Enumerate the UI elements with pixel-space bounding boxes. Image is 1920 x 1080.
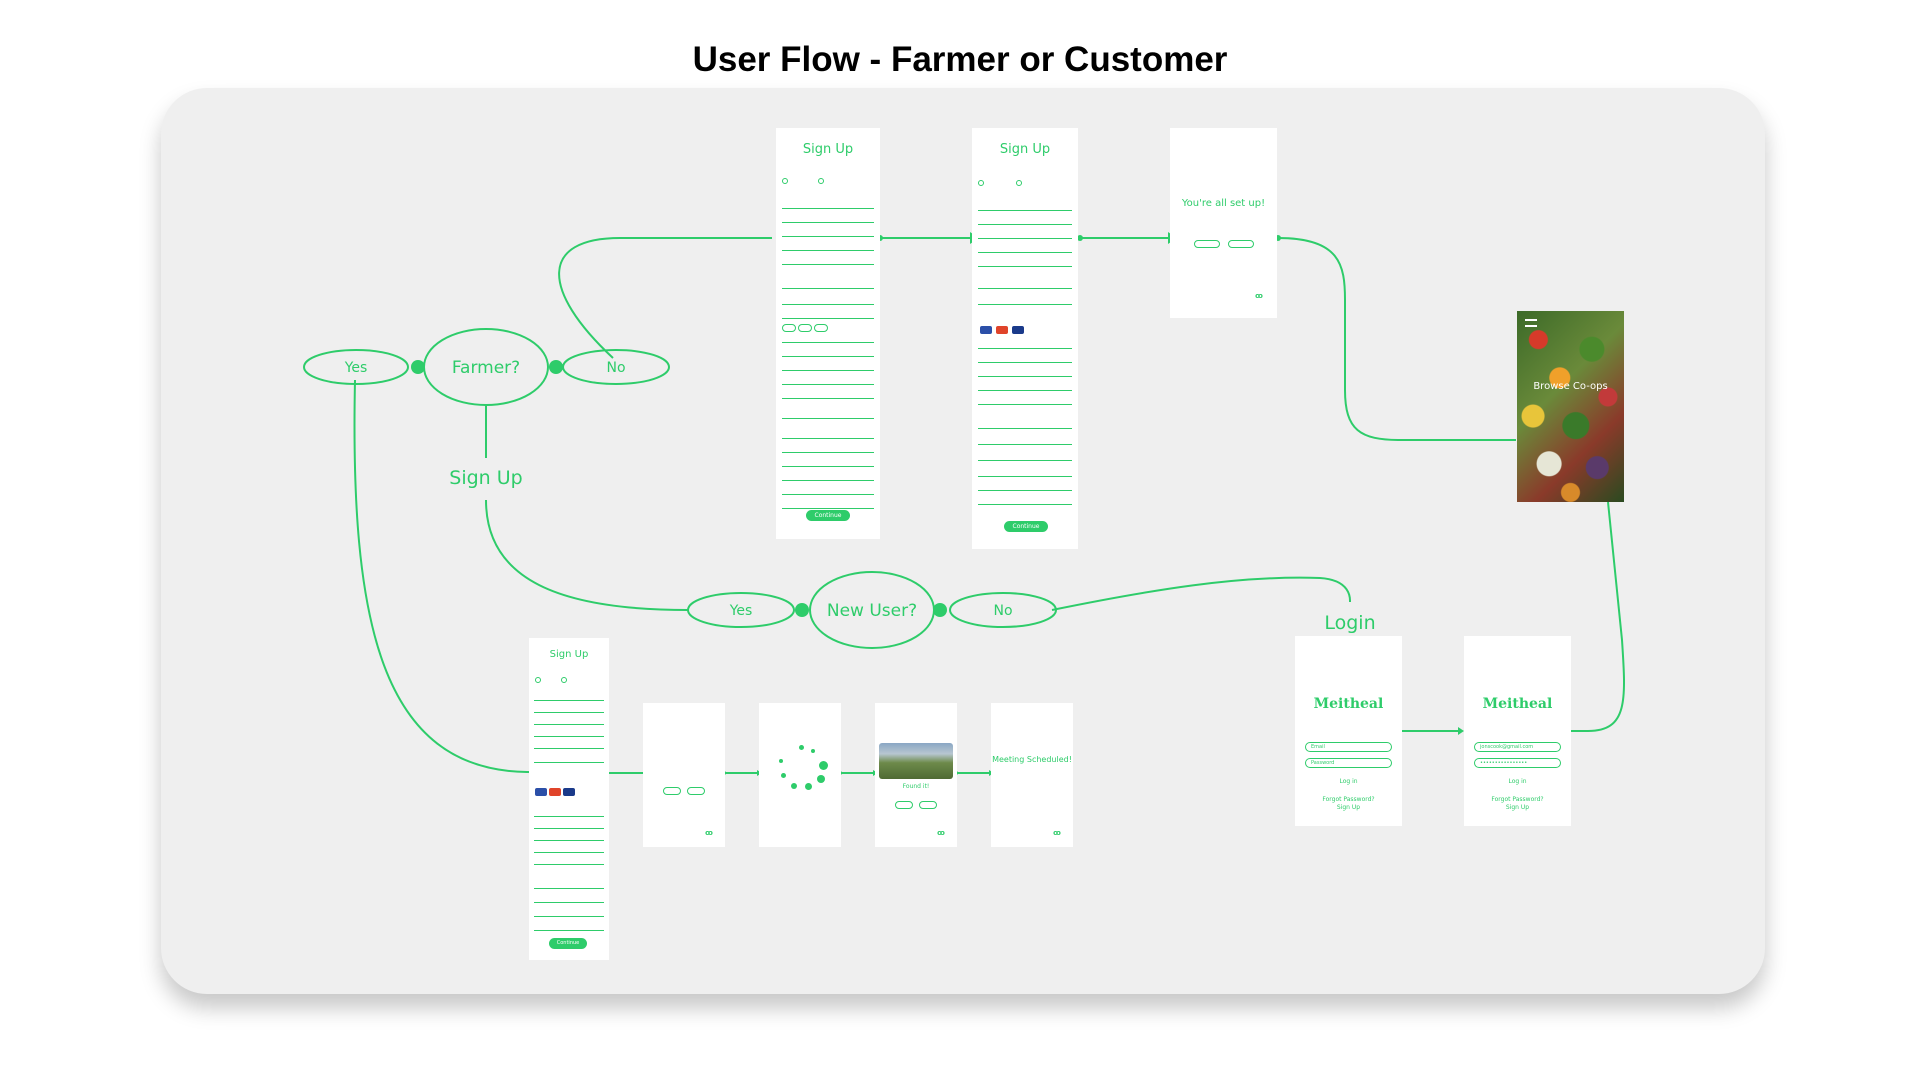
forgot-password-link[interactable]: Forgot Password? — [1491, 796, 1544, 803]
email-field[interactable]: Email — [1305, 742, 1392, 752]
page-title: User Flow - Farmer or Customer — [692, 40, 1228, 79]
signup-flow-label: Sign Up — [449, 467, 522, 489]
radio-farmer[interactable] — [535, 677, 541, 683]
visa-icon — [563, 788, 575, 796]
farmer-no-label: No — [606, 360, 625, 376]
connector-setup-browse — [1277, 237, 1516, 441]
meitheal-logo-icon: ꝏ — [937, 829, 945, 837]
forgot-password-link[interactable]: Forgot Password? — [1322, 796, 1375, 803]
signup-screen-a: Sign Up Continue — [776, 128, 880, 539]
mastercard-icon — [549, 788, 561, 796]
meitheal-logo-icon: ꝏ — [1053, 829, 1061, 837]
meitheal-logo-icon: ꝏ — [1255, 292, 1263, 300]
radio-customer[interactable] — [818, 178, 824, 184]
coop-photo — [879, 743, 953, 779]
login-screen-b: Meitheal jonscook@gmail.com ••••••••••••… — [1464, 636, 1571, 826]
signup-screen-c: Sign Up Continue — [529, 638, 609, 960]
meitheal-logo: Meitheal — [1313, 696, 1384, 712]
signup-link[interactable]: Sign Up — [1505, 804, 1530, 811]
connector-signup-newuser — [485, 499, 689, 611]
visa-icon — [1012, 326, 1024, 334]
newuser-yes-label: Yes — [729, 603, 753, 619]
login-link[interactable]: Log in — [1508, 778, 1527, 785]
meeting-scheduled-screen: Meeting Scheduled! ꝏ — [991, 703, 1073, 847]
farmer-yes-node — [303, 349, 409, 385]
connector-no-to-login — [1051, 576, 1352, 611]
login-screen-a: Meitheal Email Password Log in Forgot Pa… — [1295, 636, 1402, 826]
signup-title: Sign Up — [802, 142, 854, 157]
found-caption: Found it! — [902, 783, 930, 790]
password-field[interactable]: Password — [1305, 758, 1392, 768]
signup-screen-b: Sign Up Continue — [972, 128, 1078, 549]
setup-title: You're all set up! — [1181, 198, 1266, 209]
radio-farmer[interactable] — [978, 180, 984, 186]
connector-no-to-signup — [558, 237, 772, 359]
coop-found-screen: Found it! ꝏ — [875, 703, 957, 847]
signup-title: Sign Up — [549, 649, 589, 660]
email-field[interactable]: jonscook@gmail.com — [1474, 742, 1561, 752]
visa-card-icon — [980, 326, 992, 334]
loading-screen — [759, 703, 841, 847]
continue-button[interactable]: Continue — [806, 510, 850, 521]
browse-title: Browse Co-ops — [1533, 381, 1608, 392]
radio-customer[interactable] — [1016, 180, 1022, 186]
continue-button[interactable]: Continue — [549, 938, 587, 949]
setup-complete-screen: You're all set up! ꝏ — [1170, 128, 1277, 318]
menu-icon[interactable] — [1525, 319, 1537, 327]
login-flow-label: Login — [1324, 612, 1375, 634]
newuser-no-label: No — [993, 603, 1012, 619]
farmer-yes-label: Yes — [344, 360, 368, 376]
signup-link[interactable]: Sign Up — [1336, 804, 1361, 811]
continue-button[interactable]: Continue — [1004, 521, 1048, 532]
browse-coops-screen: Browse Co-ops — [1517, 311, 1624, 502]
password-field[interactable]: •••••••••••••••• — [1474, 758, 1561, 768]
mastercard-icon — [996, 326, 1008, 334]
radio-farmer[interactable] — [782, 178, 788, 184]
coop-info-screen: ꝏ — [643, 703, 725, 847]
radio-customer[interactable] — [561, 677, 567, 683]
farmer-question-label: Farmer? — [452, 358, 520, 378]
newuser-no-node — [949, 592, 1057, 628]
login-link[interactable]: Log in — [1339, 778, 1358, 785]
newuser-yes-node — [687, 592, 795, 628]
visa-card-icon — [535, 788, 547, 796]
meitheal-logo-icon: ꝏ — [705, 829, 713, 837]
signup-title: Sign Up — [999, 142, 1051, 157]
connector-yes-to-signup-c — [353, 379, 596, 774]
newuser-question-label: New User? — [827, 601, 917, 621]
meitheal-logo: Meitheal — [1482, 696, 1553, 712]
meeting-title: Meeting Scheduled! — [992, 755, 1072, 764]
connector-login-browse — [1568, 501, 1625, 732]
